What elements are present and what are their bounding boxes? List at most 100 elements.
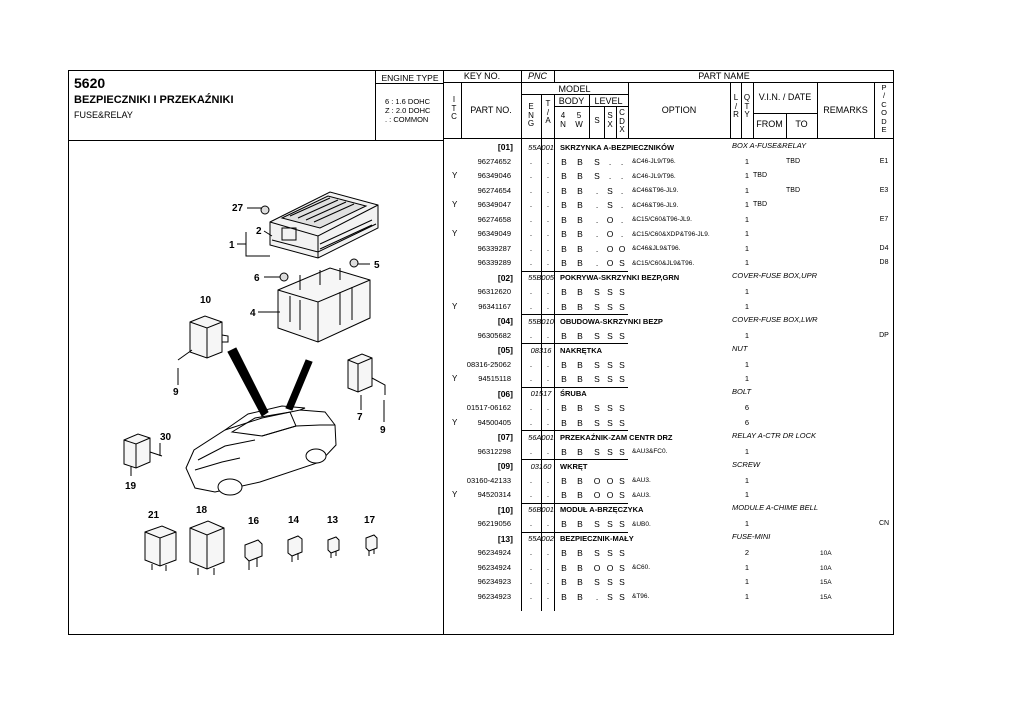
level-cdx-cell: S: [619, 374, 625, 384]
option-code: &C15/C60&JL9&T96.: [632, 259, 695, 267]
group-separator: [521, 531, 628, 533]
eng-cell: .: [529, 417, 533, 427]
ta-cell: .: [546, 548, 550, 557]
body-4n-cell: B: [561, 171, 567, 181]
quantity: 6: [744, 403, 750, 412]
part-name-pl: PRZEKAŹNIK-ZAM CENTR DRZ: [560, 432, 673, 442]
level-sx-cell: S: [607, 417, 613, 428]
level-cdx-cell: .: [620, 156, 624, 167]
level-s-cell: .: [595, 258, 599, 268]
quantity: 1: [744, 374, 750, 383]
p-code: DP: [879, 331, 889, 339]
level-sx-cell: S: [607, 519, 613, 529]
header-option: OPTION: [661, 105, 697, 115]
itc-flag: Y: [452, 374, 458, 383]
vin-to: TBD: [786, 186, 800, 194]
ta-cell: .: [546, 446, 550, 456]
pnc-code: 55A001: [522, 143, 560, 152]
quantity: 1: [744, 490, 750, 499]
level-s-cell: S: [594, 374, 600, 384]
callout-label: 9: [173, 387, 179, 398]
level-s-cell: .: [595, 214, 599, 225]
option-code: &C60.: [632, 564, 651, 571]
remarks: 15A: [820, 593, 832, 601]
eng-cell: .: [529, 214, 533, 224]
body-4n-cell: B: [561, 577, 567, 587]
part-number: 96312620: [477, 287, 511, 296]
part-name-pl: OBUDOWA-SKRZYNKI BEZP: [560, 316, 663, 326]
p-code: E7: [879, 215, 889, 223]
body-4n-cell: B: [561, 490, 567, 500]
ta-cell: .: [546, 171, 550, 180]
ta-cell: .: [546, 301, 550, 311]
body-4n-cell: B: [561, 446, 567, 457]
key-number: [13]: [497, 533, 513, 544]
level-cdx-cell: S: [619, 287, 625, 297]
level-sx-cell: O: [606, 214, 614, 225]
ta-cell: .: [546, 287, 550, 296]
body-5w-cell: B: [577, 200, 583, 210]
bolt-illustration: [349, 258, 359, 268]
option-code: &AU3.: [632, 491, 651, 499]
level-cdx-cell: S: [619, 403, 625, 413]
ta-cell: .: [546, 258, 550, 267]
part-name-pl: ŚRUBA: [560, 389, 587, 398]
ta-cell: .: [546, 330, 550, 340]
ta-cell: .: [546, 185, 550, 195]
part-name-en: RELAY A-CTR DR LOCK: [732, 430, 817, 440]
part-name-en: FUSE-MINI: [732, 532, 771, 541]
group-separator: [521, 343, 628, 344]
level-s-cell: .: [595, 243, 599, 254]
callout-label: 4: [250, 308, 256, 319]
option-code: &C15/C60&T96-JL9.: [632, 216, 692, 223]
ta-cell: .: [546, 475, 550, 485]
itc-flag: Y: [452, 417, 458, 427]
level-s-cell: S: [594, 417, 600, 428]
itc-flag: Y: [452, 229, 458, 238]
level-sx-cell: O: [606, 562, 614, 573]
callout-label: 16: [248, 516, 260, 527]
body-4n-cell: B: [561, 156, 567, 167]
ta-cell: .: [546, 359, 550, 369]
ta-cell: .: [546, 562, 550, 572]
callout-label: 27: [232, 203, 244, 214]
body-4n-cell: B: [561, 258, 567, 268]
header-part-no: PART NO.: [470, 105, 512, 115]
option-code: &C46&JL9&T96.: [632, 245, 681, 252]
part-number: 94520314: [477, 490, 511, 499]
pnc-code: 55B010: [522, 317, 560, 326]
key-number: [02]: [497, 272, 513, 283]
part-number: 96341167: [478, 301, 511, 311]
level-sx-cell: S: [607, 548, 613, 558]
header-from: FROM: [756, 119, 783, 129]
part-number: 03160-42133: [466, 475, 511, 485]
body-5w-cell: B: [577, 287, 583, 297]
level-s-cell: .: [595, 591, 599, 602]
part-name-pl: SKRZYNKA A-BEZPIECZNIKÓW: [560, 142, 675, 152]
quantity: 1: [744, 301, 750, 311]
option-code: &C46-JL9/T96.: [632, 158, 676, 165]
header-cdx: C D X: [619, 108, 625, 134]
eng-cell: .: [529, 591, 533, 601]
level-s-cell: S: [594, 577, 600, 587]
quantity: 1: [744, 171, 750, 180]
level-sx-cell: S: [607, 374, 613, 384]
part-name-en: NUT: [732, 343, 748, 353]
ta-cell: .: [546, 214, 550, 224]
callout-label: 18: [196, 505, 208, 516]
option-code: &AU3&FC0.: [632, 448, 668, 455]
body-4n-cell: B: [561, 359, 567, 370]
part-number: 94515118: [478, 374, 511, 383]
part-name-pl: WKRĘT: [560, 461, 588, 471]
vin-to: TBD: [786, 157, 800, 165]
quantity: 1: [744, 591, 750, 601]
level-sx-cell: S: [607, 287, 613, 297]
itc-flag: Y: [452, 171, 458, 180]
level-s-cell: S: [594, 519, 600, 529]
body-5w-cell: B: [577, 301, 583, 312]
part-name-pl: NAKRĘTKA: [560, 345, 603, 355]
body-5w-cell: B: [577, 577, 583, 587]
level-cdx-cell: S: [619, 591, 625, 602]
pnc-code: 56A001: [522, 433, 560, 442]
body-4n-cell: B: [561, 287, 567, 297]
